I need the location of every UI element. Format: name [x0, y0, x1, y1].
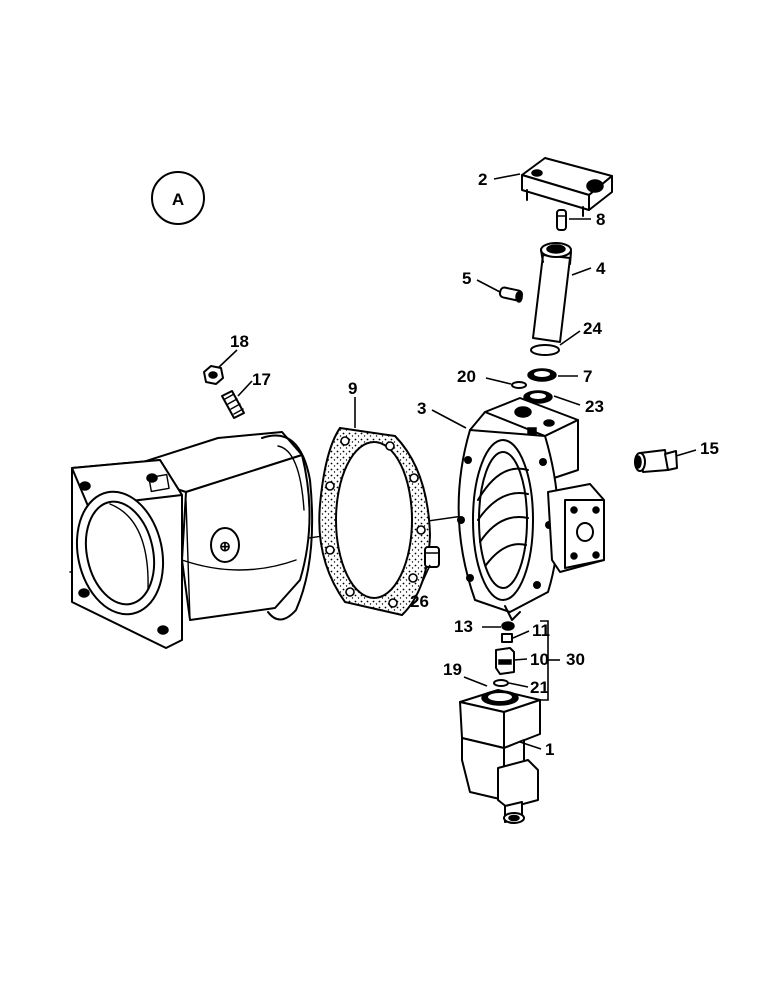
callout-10: 10	[530, 650, 549, 669]
part-5-dowel	[498, 286, 524, 303]
callout-18: 18	[230, 332, 249, 351]
part-24-o-ring	[530, 344, 560, 356]
main-housing: ⊕	[71, 431, 314, 649]
callout-24: 24	[583, 319, 602, 338]
callout-11: 11	[532, 621, 550, 640]
part-18-nut	[203, 365, 224, 385]
callout-20: 20	[457, 367, 476, 386]
part-9-gasket	[318, 426, 432, 617]
valve-group-30	[493, 621, 515, 687]
part-4-piston	[532, 242, 572, 343]
callout-19: 19	[443, 660, 462, 679]
callout-8: 8	[596, 210, 605, 229]
part-15-bolt	[634, 449, 678, 473]
callout-1: 1	[545, 740, 554, 759]
callout-13: 13	[454, 617, 473, 636]
view-badge-label: A	[172, 190, 184, 209]
callout-labels: 2 8 4 5 24 7 23 20 3 18 17 9 15 26 13 11…	[230, 170, 719, 759]
part-11-spring	[501, 633, 513, 643]
callout-leaders	[217, 173, 697, 750]
part-8-pin	[556, 209, 567, 231]
callout-4: 4	[596, 259, 606, 278]
seal-rings	[523, 344, 560, 404]
callout-23: 23	[585, 397, 604, 416]
callout-9: 9	[348, 379, 357, 398]
callout-26: 26	[410, 592, 429, 611]
part-26-dowel	[424, 546, 440, 568]
view-badge: A	[151, 171, 205, 225]
part-1-valve-body	[459, 689, 541, 824]
part-21-ring	[493, 679, 509, 687]
part-17-stud	[221, 390, 245, 419]
part-3-swash-housing	[457, 397, 605, 621]
part-2-cover-plate	[521, 157, 613, 217]
part-13-washer	[501, 621, 515, 631]
callout-5: 5	[462, 269, 471, 288]
callout-2: 2	[478, 170, 487, 189]
part-20-small-ring	[511, 381, 527, 389]
svg-text:⊕: ⊕	[219, 538, 231, 554]
callout-15: 15	[700, 439, 719, 458]
callout-7: 7	[583, 367, 592, 386]
callout-3: 3	[417, 399, 426, 418]
callout-21: 21	[530, 678, 549, 697]
callout-17: 17	[252, 370, 271, 389]
callout-30: 30	[566, 650, 585, 669]
